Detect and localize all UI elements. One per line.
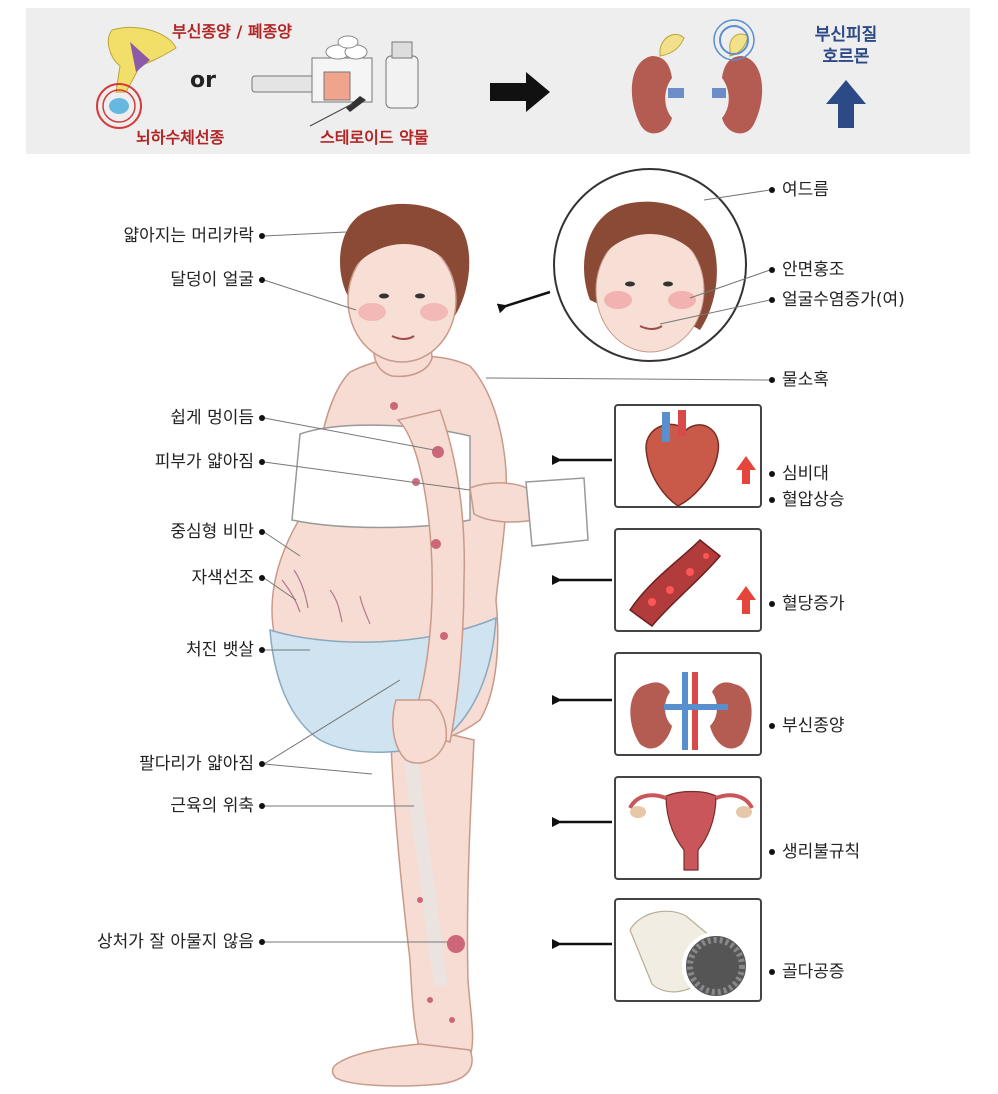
label-moon-face: 달덩이 얼굴 bbox=[170, 270, 254, 290]
adrenal-panel bbox=[614, 652, 762, 756]
label-facial-flush: 안면홍조 bbox=[782, 260, 845, 280]
label-thinning-hair: 얇아지는 머리카락 bbox=[123, 226, 254, 246]
cause-or-label: or bbox=[190, 68, 216, 93]
label-acne: 여드름 bbox=[782, 180, 829, 200]
steroid-drugs-illustration bbox=[251, 35, 419, 127]
blood-vessel-illustration bbox=[628, 538, 756, 628]
label-buffalo-hump: 물소혹 bbox=[782, 370, 829, 390]
label-osteoporosis: 골다공증 bbox=[782, 962, 845, 982]
bone-illustration bbox=[629, 910, 750, 1000]
heart-illustration bbox=[645, 410, 756, 507]
cause-tumor-label: 부신종양 / 폐종양 bbox=[172, 22, 293, 41]
label-irregular-menses: 생리불규칙 bbox=[782, 842, 861, 862]
result-line1: 부신피질 bbox=[814, 25, 878, 45]
arrow-right-icon bbox=[490, 72, 550, 112]
arrow-up-icon bbox=[826, 80, 866, 128]
label-facial-hair: 얼굴수염증가(여) bbox=[782, 290, 905, 310]
adrenal-kidneys-illustration bbox=[630, 672, 752, 750]
leader-dots bbox=[259, 187, 775, 975]
patient-figure bbox=[269, 203, 589, 1087]
leader-lines bbox=[263, 189, 771, 943]
label-easy-bruising: 쉽게 멍이듬 bbox=[170, 408, 254, 428]
cause-pituitary-label: 뇌하수체선종 bbox=[136, 128, 225, 147]
uterus-panel bbox=[614, 776, 762, 880]
bone-panel bbox=[614, 898, 762, 1002]
result-line2: 호르몬 bbox=[822, 47, 870, 67]
label-thin-limbs: 팔다리가 얇아짐 bbox=[139, 754, 254, 774]
label-cardiomegaly: 심비대 bbox=[782, 464, 829, 484]
label-poor-wound-healing: 상처가 잘 아물지 않음 bbox=[97, 932, 254, 952]
face-zoom-circle bbox=[553, 168, 747, 362]
label-thin-skin: 피부가 얇아짐 bbox=[154, 452, 254, 472]
label-hypertension: 혈압상승 bbox=[782, 490, 845, 510]
result-hormone-label: 부신피질 호르몬 bbox=[800, 24, 892, 68]
heart-panel bbox=[614, 404, 762, 508]
label-purple-striae: 자색선조 bbox=[191, 568, 254, 588]
cause-steroid-label: 스테로이드 약물 bbox=[320, 128, 429, 147]
label-adrenal-tumor: 부신종양 bbox=[782, 716, 845, 736]
kidneys-illustration bbox=[631, 19, 763, 134]
blood-sugar-panel bbox=[614, 528, 762, 632]
pituitary-illustration bbox=[96, 26, 177, 129]
pointer-arrows bbox=[496, 290, 612, 949]
uterus-illustration bbox=[628, 790, 754, 871]
label-sagging-belly: 처진 뱃살 bbox=[186, 640, 254, 660]
label-central-obesity: 중심형 비만 bbox=[170, 522, 254, 542]
label-hyperglycemia: 혈당증가 bbox=[782, 594, 845, 614]
cause-band bbox=[26, 8, 970, 154]
label-muscle-atrophy: 근육의 위축 bbox=[170, 796, 254, 816]
